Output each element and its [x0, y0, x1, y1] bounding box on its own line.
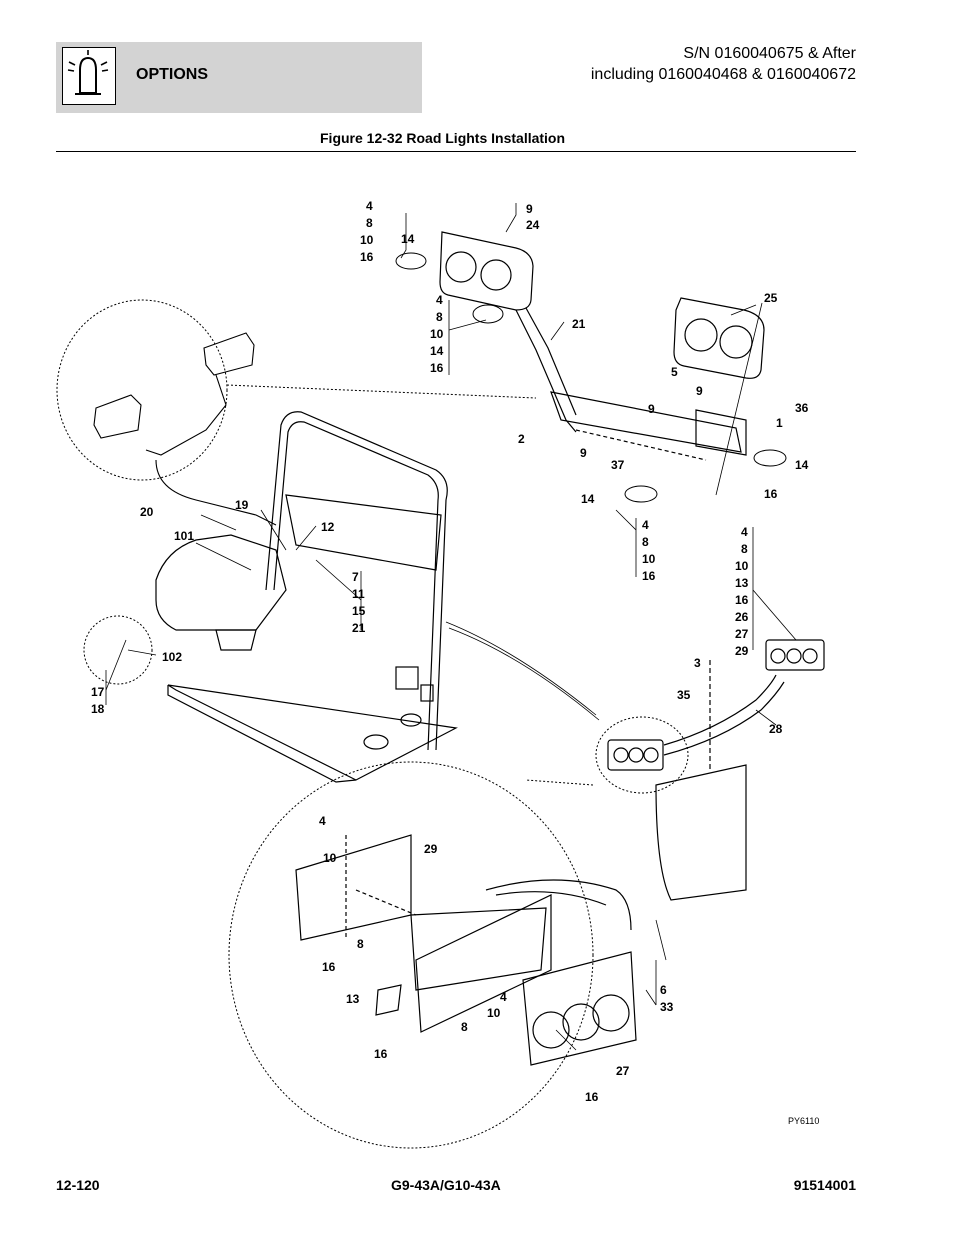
callout: 3 — [694, 656, 701, 670]
callout: 16 — [585, 1090, 599, 1104]
callout: 37 — [611, 458, 625, 472]
model-number: G9-43A/G10-43A — [391, 1177, 501, 1193]
lens-cover-14b — [472, 304, 504, 324]
detail-circle-left — [56, 299, 228, 481]
callout: 8 — [461, 1020, 468, 1034]
callout: 101 — [174, 529, 194, 543]
callout: 24 — [526, 218, 540, 232]
callout: 20 — [140, 505, 154, 519]
callout: 2 — [518, 432, 525, 446]
callout: 9 — [580, 446, 587, 460]
callout: 7 — [352, 570, 359, 584]
callout: 17 — [91, 685, 105, 699]
callout: 19 — [235, 498, 249, 512]
callout: 10 — [430, 327, 444, 341]
callout: 10 — [642, 552, 656, 566]
beacon-light-icon — [62, 47, 116, 105]
callout: 21 — [352, 621, 366, 635]
callout: 14 — [401, 232, 415, 246]
callout: 16 — [735, 593, 749, 607]
callout: 16 — [322, 960, 336, 974]
callout: 12 — [321, 520, 335, 534]
lens-cover-14 — [395, 252, 427, 270]
callout: 28 — [769, 722, 783, 736]
callout: 33 — [660, 1000, 674, 1014]
callout: 8 — [357, 937, 364, 951]
cab-frame — [155, 411, 458, 783]
callout: 25 — [764, 291, 778, 305]
headlight-right-assembly — [673, 297, 765, 379]
callout: 10 — [487, 1006, 501, 1020]
callout: 4 — [500, 990, 507, 1004]
callout: 13 — [346, 992, 360, 1006]
callout: 10 — [360, 233, 374, 247]
callout: 18 — [91, 702, 105, 716]
callout: 14 — [430, 344, 444, 358]
callout: 14 — [795, 458, 809, 472]
callout: 29 — [735, 644, 749, 658]
rear-light-assembly — [607, 639, 825, 901]
callout-labels: 4 8 10 16 14 9 24 4 8 10 14 16 21 25 5 9… — [91, 199, 819, 1126]
art-number: PY6110 — [788, 1116, 819, 1126]
callout: 9 — [526, 202, 533, 216]
callout: 8 — [642, 535, 649, 549]
callout: 36 — [795, 401, 809, 415]
callout: 11 — [352, 587, 365, 601]
callout: 27 — [616, 1064, 630, 1078]
callout: 10 — [735, 559, 749, 573]
callout: 27 — [735, 627, 749, 641]
callout: 4 — [642, 518, 649, 532]
serial-line-2: including 0160040468 & 0160040672 — [590, 66, 856, 83]
road-lights-diagram: 4 8 10 16 14 9 24 4 8 10 14 16 21 25 5 9… — [56, 199, 825, 1149]
callout: 4 — [436, 293, 443, 307]
detail-circle-small-light — [595, 716, 689, 794]
callout: 1 — [776, 416, 783, 430]
callout: 8 — [741, 542, 748, 556]
callout: 16 — [642, 569, 656, 583]
callout: 16 — [360, 250, 374, 264]
detail-left-lights — [93, 332, 277, 526]
page-number: 12-120 — [56, 1177, 100, 1193]
section-header — [56, 42, 422, 113]
figure-title: Figure 12-32 Road Lights Installation — [320, 130, 566, 146]
callout: 10 — [323, 851, 337, 865]
callout: 4 — [319, 814, 326, 828]
callout: 16 — [764, 487, 778, 501]
callout: 4 — [366, 199, 373, 213]
document-number: 91514001 — [793, 1177, 856, 1193]
serial-range: S/N 0160040675 & After including 0160040… — [591, 43, 856, 85]
light-bar-bracket — [550, 391, 747, 461]
detail-circle-switch — [83, 615, 153, 685]
callout: 8 — [366, 216, 373, 230]
callout: 29 — [424, 842, 438, 856]
headlight-left-assembly — [439, 231, 577, 433]
callout: 21 — [572, 317, 586, 331]
serial-line-1: S/N 0160040675 & After — [683, 45, 856, 62]
callout: 9 — [648, 402, 655, 416]
callout: 35 — [677, 688, 691, 702]
detail-light-housing — [295, 834, 637, 1066]
callout: 16 — [430, 361, 444, 375]
header-rule — [56, 151, 856, 152]
callout: 26 — [735, 610, 749, 624]
callout: 13 — [735, 576, 749, 590]
callout: 5 — [671, 365, 678, 379]
lens-cover-14d — [753, 449, 787, 467]
callout: 14 — [581, 492, 595, 506]
callout: 6 — [660, 983, 667, 997]
callout: 4 — [741, 525, 748, 539]
section-title: OPTIONS — [136, 66, 209, 83]
callout: 15 — [352, 604, 366, 618]
detail-circle-bottom — [228, 761, 594, 1149]
callout: 8 — [436, 310, 443, 324]
callout: 102 — [162, 650, 182, 664]
callout: 16 — [374, 1047, 388, 1061]
callout: 9 — [696, 384, 703, 398]
lens-cover-14c — [624, 485, 658, 503]
